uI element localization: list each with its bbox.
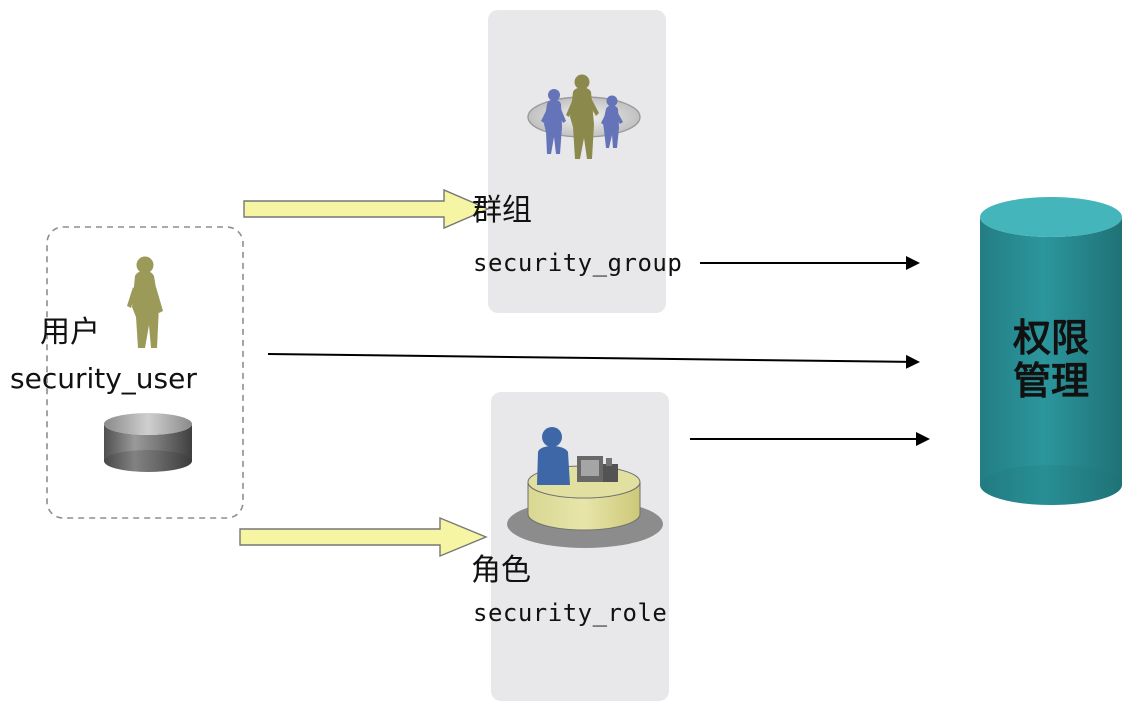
group-people-icon bbox=[527, 74, 641, 159]
user-person-icon bbox=[127, 256, 163, 348]
user-label: 用户 bbox=[40, 315, 100, 350]
group-panel bbox=[488, 10, 666, 313]
role-label: 角色 bbox=[471, 553, 531, 588]
permission-database-icon bbox=[980, 197, 1122, 505]
user-box bbox=[46, 226, 244, 519]
permission-line-1: 权限 bbox=[1012, 316, 1089, 360]
group-code-label: security_group bbox=[473, 249, 683, 277]
user-to-group-arrow bbox=[243, 188, 490, 230]
user-to-role-arrow bbox=[239, 516, 488, 558]
permission-title: 权限 管理 bbox=[977, 317, 1125, 403]
role-desk-icon bbox=[507, 427, 663, 548]
user-to-permission-arrow bbox=[267, 353, 920, 369]
user-code-label: security_user bbox=[10, 362, 197, 395]
role-code-label: security_role bbox=[473, 599, 668, 627]
group-label: 群组 bbox=[472, 193, 532, 228]
user-database-icon bbox=[104, 413, 192, 472]
permission-line-2: 管理 bbox=[1012, 358, 1089, 403]
